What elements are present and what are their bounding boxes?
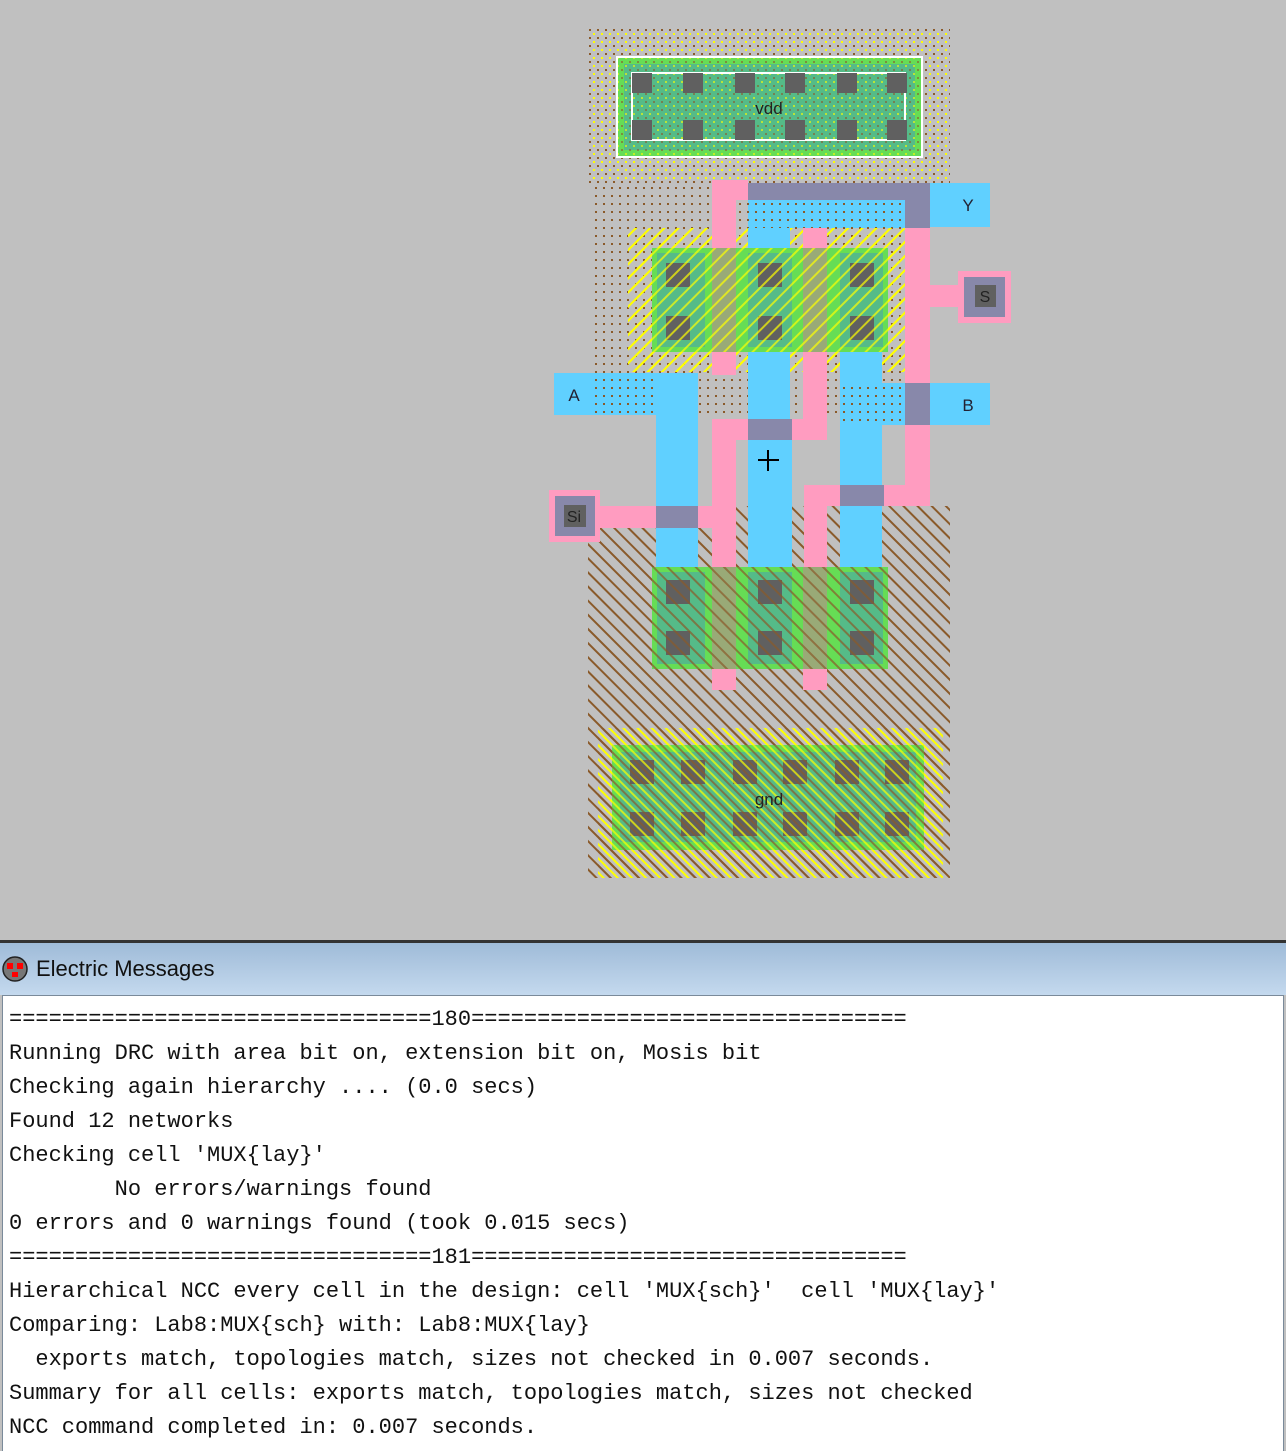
messages-title-bar[interactable]: Electric Messages — [0, 943, 1286, 995]
message-line: Summary for all cells: exports match, to… — [9, 1381, 973, 1406]
vias — [656, 183, 930, 528]
message-line: Found 12 networks — [9, 1109, 234, 1134]
panel-divider[interactable] — [0, 940, 1286, 943]
message-line: exports match, topologies match, sizes n… — [9, 1347, 934, 1372]
export-Y[interactable]: Y — [930, 183, 990, 227]
gnd-label: gnd — [755, 790, 783, 809]
vdd-label: vdd — [755, 99, 782, 118]
messages-title: Electric Messages — [36, 956, 215, 981]
svg-text:B: B — [962, 396, 973, 415]
message-line: ================================181=====… — [9, 1245, 907, 1270]
poly-wires[interactable] — [600, 180, 960, 690]
message-line: Running DRC with area bit on, extension … — [9, 1041, 762, 1066]
message-line: Checking again hierarchy .... (0.0 secs) — [9, 1075, 538, 1100]
mux-layout[interactable]: vdd gnd — [0, 0, 1286, 940]
export-Si[interactable]: Si — [549, 490, 600, 542]
message-line: Hierarchical NCC every cell in the desig… — [9, 1279, 1000, 1304]
svg-text:A: A — [568, 386, 580, 405]
svg-text:S: S — [980, 289, 991, 306]
svg-text:Si: Si — [567, 509, 581, 526]
message-line: Checking cell 'MUX{lay}' — [9, 1143, 326, 1168]
pmos-transistors[interactable] — [628, 228, 908, 372]
message-line: No errors/warnings found — [9, 1177, 432, 1202]
vdd-rail[interactable]: vdd — [616, 56, 923, 158]
vdd-contacts — [632, 73, 907, 140]
message-line: ================================180=====… — [9, 1007, 907, 1032]
layout-canvas[interactable]: vdd gnd — [0, 0, 1286, 940]
message-line: NCC command completed in: 0.007 seconds. — [9, 1415, 538, 1440]
gnd-rail[interactable]: gnd — [612, 745, 924, 850]
nmos-transistors[interactable] — [652, 567, 888, 669]
metal1-wires[interactable] — [656, 200, 905, 567]
svg-text:Y: Y — [962, 196, 973, 215]
message-line: 0 errors and 0 warnings found (took 0.01… — [9, 1211, 630, 1236]
electric-app-icon — [2, 956, 28, 982]
crosshair-cursor-icon — [758, 450, 779, 471]
export-S[interactable]: S — [958, 271, 1011, 323]
export-B[interactable]: B — [930, 383, 990, 425]
messages-text-area[interactable]: ================================180=====… — [2, 995, 1284, 1451]
message-line: Comparing: Lab8:MUX{sch} with: Lab8:MUX{… — [9, 1313, 590, 1338]
export-A[interactable]: A — [554, 373, 656, 415]
